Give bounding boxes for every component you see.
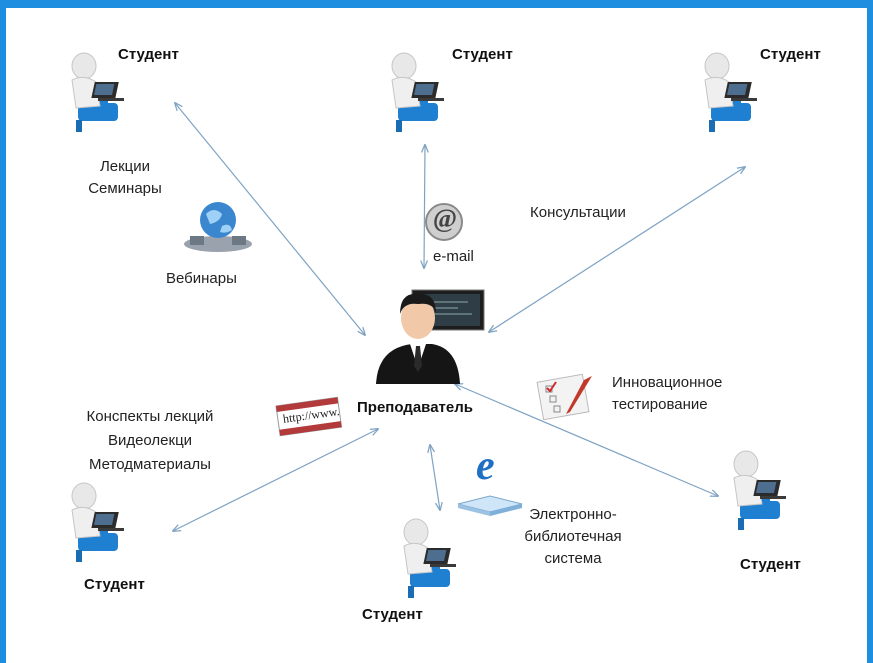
checklist-icon	[536, 373, 592, 421]
arrow-bottom-right	[455, 384, 718, 496]
elib-label-1: Электронно-	[529, 506, 617, 523]
student-label: Студент	[84, 576, 145, 593]
student-label: Студент	[452, 46, 513, 63]
lectures-label: Лекции	[99, 158, 151, 175]
video-lectures-label: Видеолекци	[107, 432, 193, 449]
teacher-label: Преподаватель	[357, 399, 473, 416]
student-label: Студент	[362, 606, 423, 623]
globe-icon	[184, 202, 252, 252]
http-sign-icon	[275, 396, 343, 437]
e-book-icon	[457, 495, 523, 516]
at-sign-icon	[425, 203, 463, 241]
materials-label: Методматериалы	[89, 456, 211, 473]
student-label: Студент	[740, 556, 801, 573]
arrow-bottom-left	[173, 429, 378, 531]
email-label: e-mail	[433, 248, 474, 265]
arrow-top-right	[489, 167, 745, 332]
student-icon	[733, 450, 787, 531]
seminars-label: Семинары	[88, 180, 162, 197]
student-icon	[71, 482, 125, 563]
teacher-icon	[376, 289, 485, 384]
at-symbol: @	[432, 204, 458, 233]
consultations-label: Консультации	[530, 204, 626, 221]
innovative-label: Инновационное	[612, 374, 723, 391]
webinars-label: Вебинары	[166, 270, 237, 287]
lecture-notes-label: Конспекты лекций	[86, 408, 214, 425]
testing-label: тестирование	[612, 396, 708, 413]
arrow-top-left	[175, 103, 365, 335]
student-icon	[71, 52, 125, 133]
arrow-bottom-center	[430, 445, 440, 510]
elib-label-3: система	[544, 550, 602, 567]
student-icon	[403, 518, 457, 599]
student-icon	[391, 52, 445, 133]
student-label: Студент	[760, 46, 821, 63]
student-label: Студент	[118, 46, 179, 63]
student-icon	[704, 52, 758, 133]
elib-label-2: библиотечная	[524, 528, 622, 545]
e-logo: e	[476, 443, 495, 489]
arrow-top-center	[424, 145, 425, 268]
